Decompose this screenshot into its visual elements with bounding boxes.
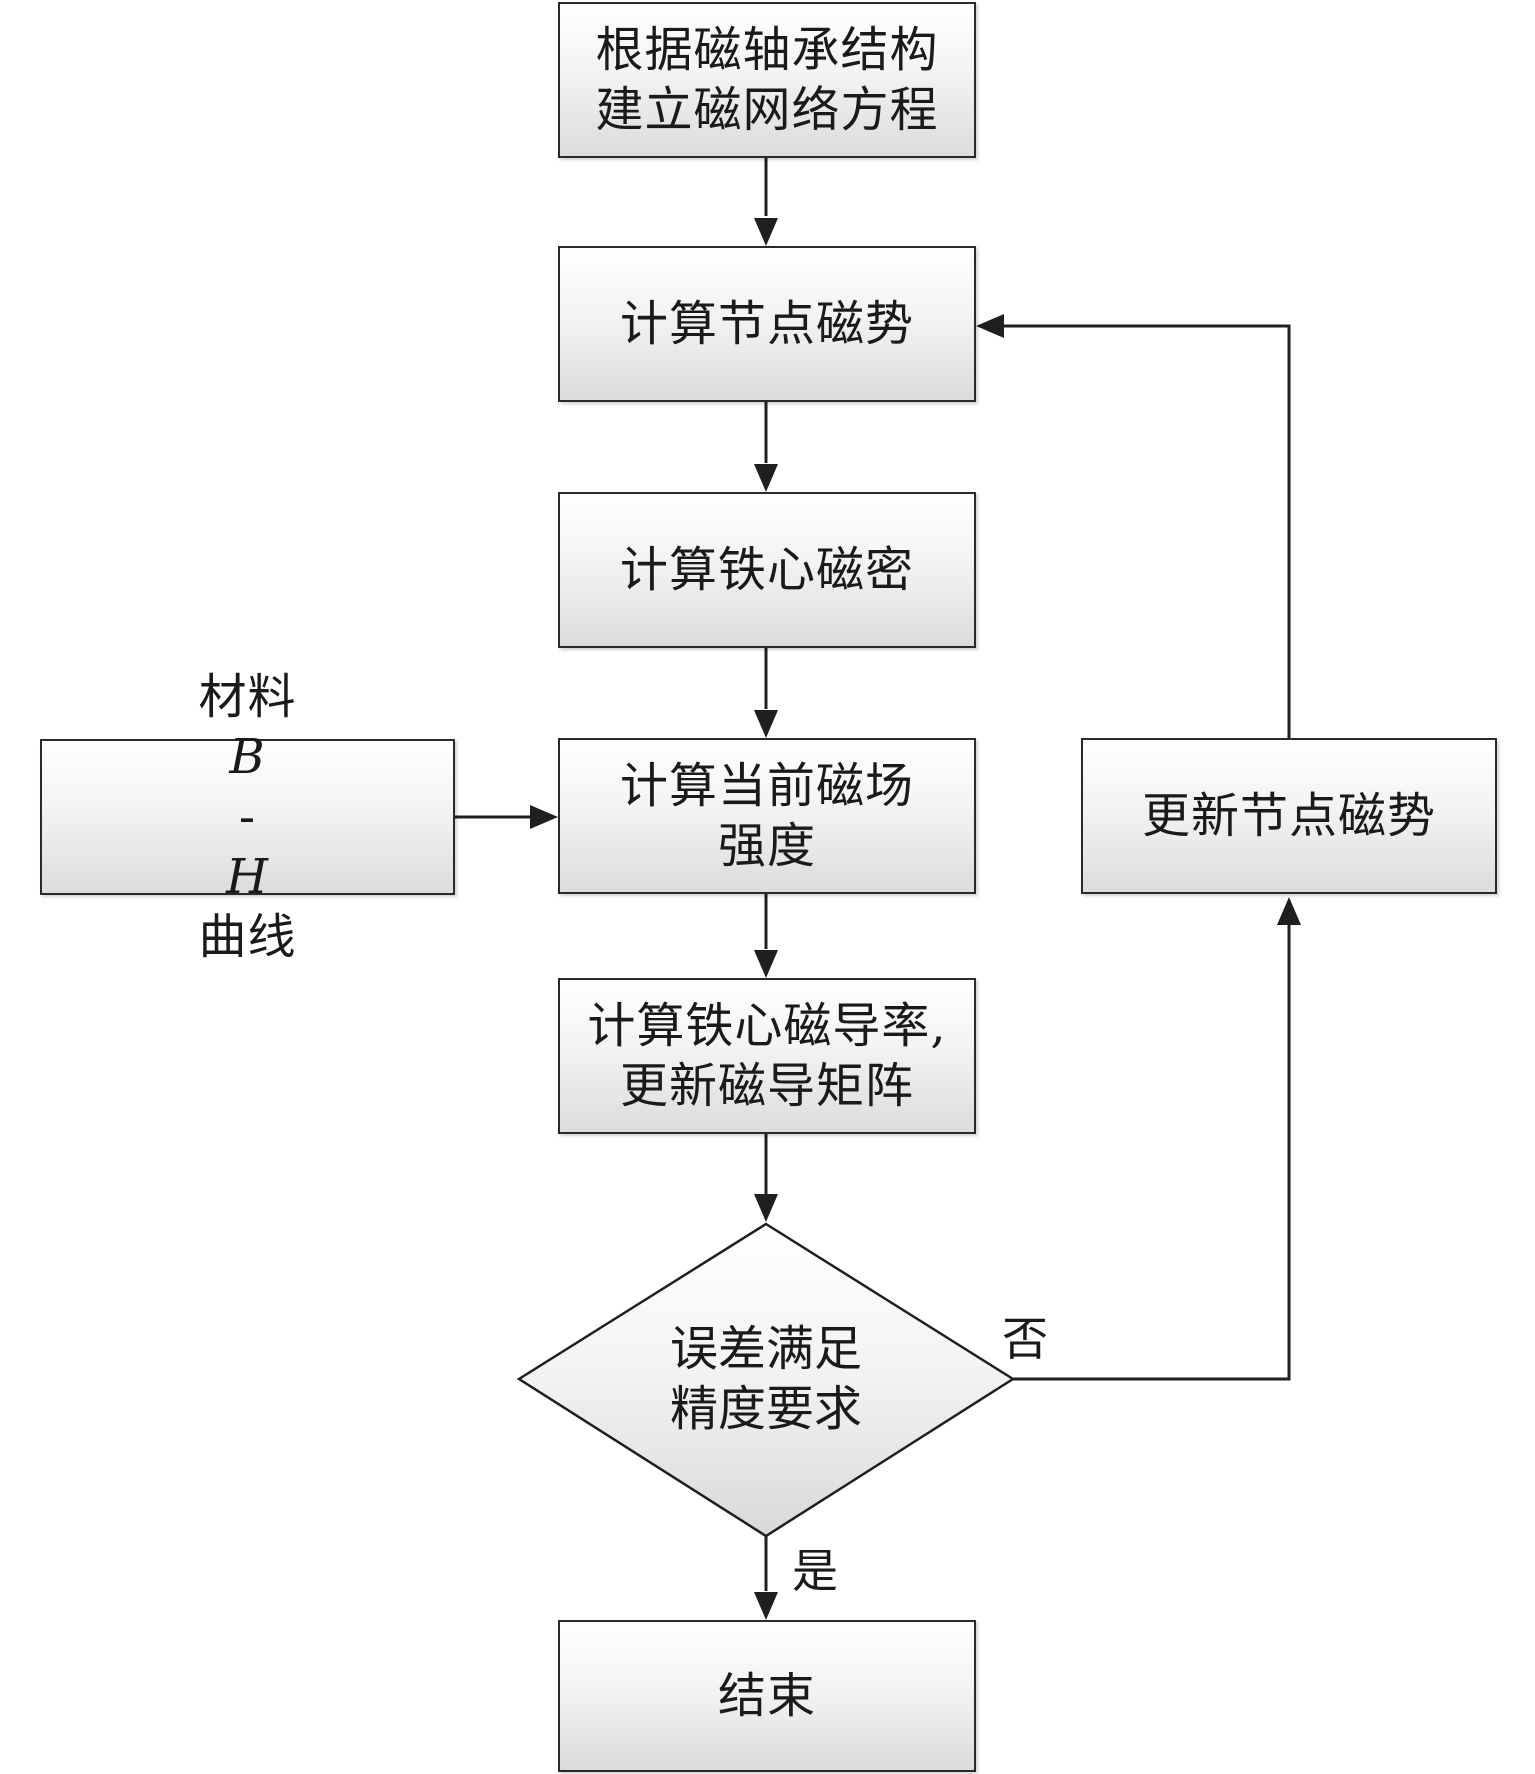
box-calc-field-strength: 计算当前磁场 强度 xyxy=(558,738,976,894)
decision-diamond xyxy=(516,1222,1016,1538)
decision-label: 误差满足 精度要求 xyxy=(620,1319,912,1439)
box-text-line: 结束 xyxy=(717,1668,816,1724)
bh-prefix: 材料 xyxy=(198,669,297,725)
box-text-line: 更新节点磁势 xyxy=(1141,788,1436,844)
arrowhead-icon xyxy=(754,218,778,246)
arrowhead-icon xyxy=(754,710,778,738)
box-text-line: 计算节点磁势 xyxy=(619,296,914,352)
arrowhead-icon xyxy=(1277,897,1301,925)
arrowhead-icon xyxy=(530,805,558,829)
box-text-line: 更新磁导矩阵 xyxy=(619,1058,914,1114)
arrow-update-to-mmf xyxy=(1004,324,1291,738)
box-update-node-mmf: 更新节点磁势 xyxy=(1081,738,1497,894)
bh-dash: - xyxy=(238,789,257,845)
box-calc-permeance: 计算铁心磁导率, 更新磁导矩阵 xyxy=(558,978,976,1134)
edge-label-yes: 是 xyxy=(792,1544,838,1598)
arrowhead-icon xyxy=(754,950,778,978)
box-bh-curve: 材料 B-H 曲线 xyxy=(40,669,455,965)
box-text-line: 根据磁轴承结构 xyxy=(595,22,939,78)
decision-text-line: 精度要求 xyxy=(669,1381,862,1437)
box-calc-core-flux: 计算铁心磁密 xyxy=(558,492,976,648)
decision-text-line: 误差满足 xyxy=(669,1321,862,1377)
bh-suffix: 曲线 xyxy=(198,909,297,965)
bh-b-symbol: B xyxy=(229,729,266,785)
bh-curve-label: 材料 B-H 曲线 xyxy=(198,667,296,967)
box-calc-node-mmf: 计算节点磁势 xyxy=(558,246,976,402)
arrowhead-icon xyxy=(754,1194,778,1222)
edge-label-no: 否 xyxy=(1002,1312,1048,1366)
box-text-line: 建立磁网络方程 xyxy=(595,82,939,138)
box-text-line: 计算铁心磁导率, xyxy=(587,998,947,1054)
box-text-line: 计算当前磁场 xyxy=(619,758,914,814)
bh-h-symbol: H xyxy=(226,849,269,905)
arrow-check-to-update xyxy=(1013,925,1291,1381)
arrowhead-icon xyxy=(754,464,778,492)
box-build-network: 根据磁轴承结构 建立磁网络方程 xyxy=(558,2,976,158)
arrowhead-icon xyxy=(976,314,1004,338)
box-text-line: 计算铁心磁密 xyxy=(619,542,914,598)
box-end: 结束 xyxy=(558,1620,976,1772)
arrowhead-icon xyxy=(754,1592,778,1620)
box-text-line: 强度 xyxy=(717,818,816,874)
